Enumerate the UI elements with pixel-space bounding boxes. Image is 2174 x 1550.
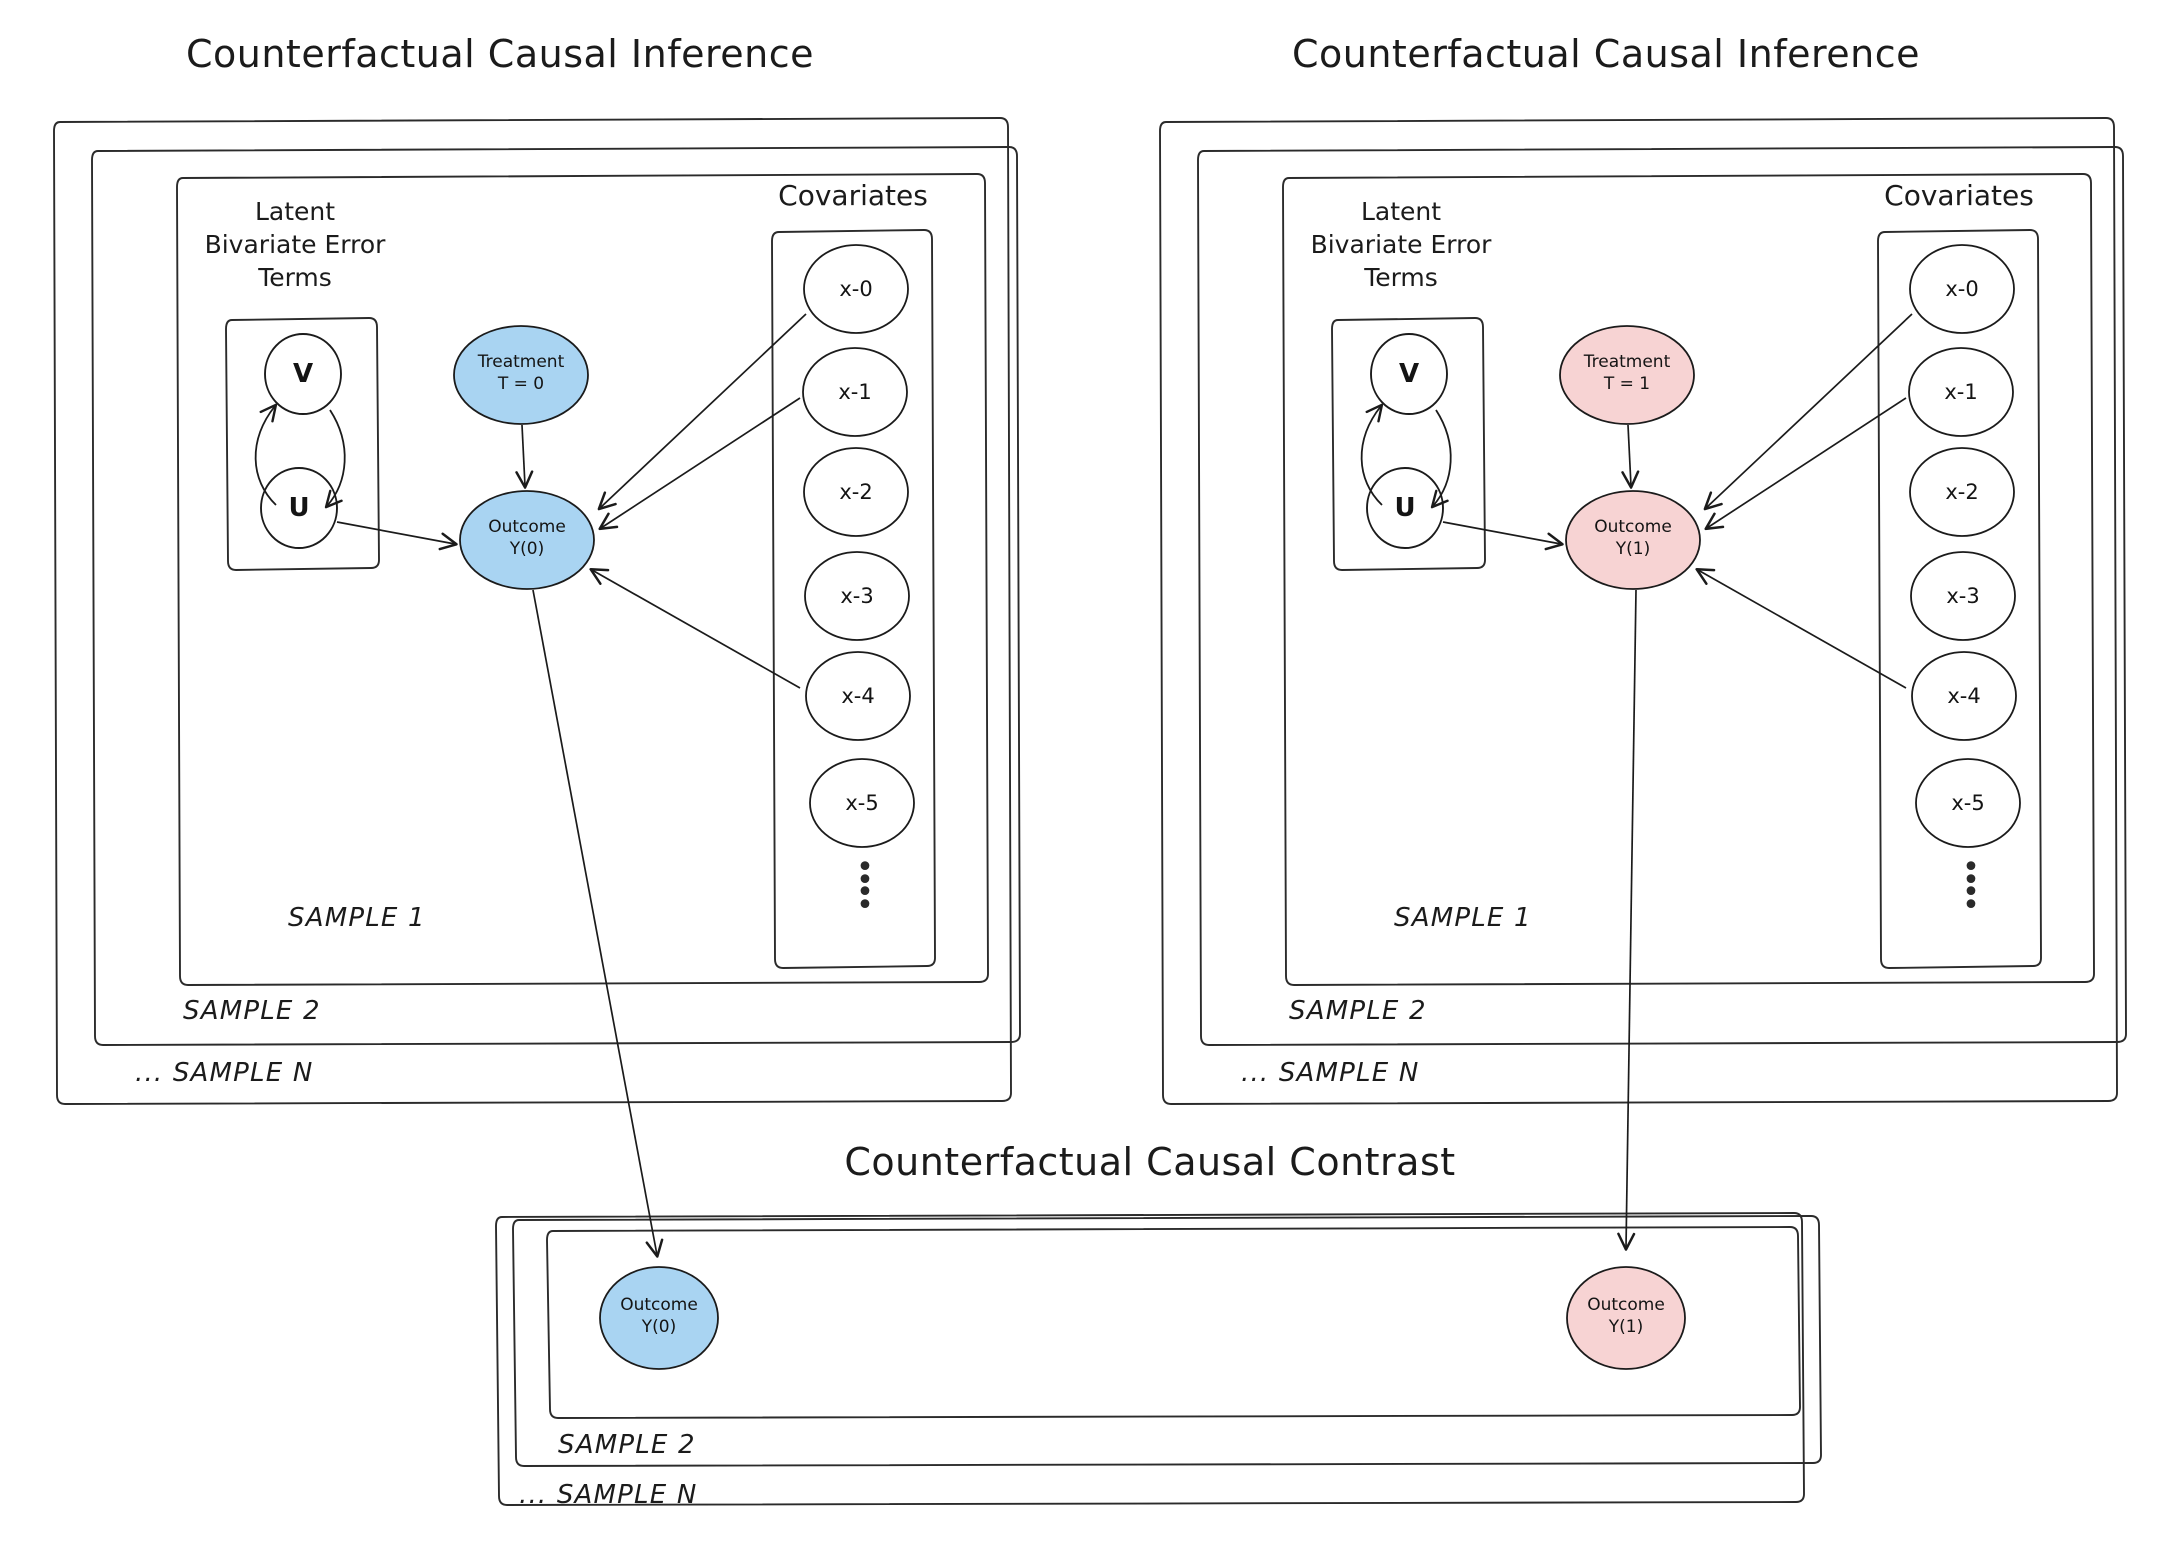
edge-x0-to-outcome-right [1703,313,1913,511]
right-latent-group-label: Latent Bivariate Error Terms [1286,195,1516,294]
right-sample-2-label: SAMPLE 2 [1289,996,1427,1026]
left-covariates-ellipsis-icon: •••• [856,850,874,923]
right-sample-1-label: SAMPLE 1 [1394,903,1532,933]
contrast-sample-2-frame [512,1215,1822,1467]
left-sample-2-frame [91,146,1021,1046]
node-outcome-left[interactable] [459,490,595,590]
node-covariate-x5-right[interactable] [1915,758,2021,848]
left-latent-box [225,317,380,571]
edge-x1-to-outcome-right [1704,397,1907,531]
contrast-sample-2-label: SAMPLE 2 [558,1430,696,1460]
left-sample-n-label: ... SAMPLE N [135,1058,314,1088]
left-panel-title: Counterfactual Causal Inference [185,32,814,76]
contrast-sample-n-label: ... SAMPLE N [519,1480,698,1510]
left-latent-label-line-3: Terms [258,263,332,292]
left-sample-n-frame [53,117,1012,1105]
left-latent-label-line-2: Bivariate Error [204,230,386,259]
right-latent-label-line-1: Latent [1360,197,1442,226]
contrast-panel-nodes [599,1266,1686,1370]
node-covariate-x4-left[interactable] [805,651,911,741]
edge-v-to-u-right [1430,409,1452,509]
node-covariate-x1-left[interactable] [802,347,908,437]
contrast-panel-title: Counterfactual Causal Contrast [844,1140,1456,1184]
node-latent-u-right[interactable] [1366,467,1444,549]
edge-u-to-outcome-left [336,521,458,551]
left-sample-1-label: SAMPLE 1 [288,903,426,933]
left-covariates-label: Covariates [778,179,928,212]
node-covariate-x1-right[interactable] [1908,347,2014,437]
right-latent-box [1331,317,1486,571]
node-covariate-x0-left[interactable] [803,244,909,334]
node-covariate-x5-left[interactable] [809,758,915,848]
edge-treatment-to-outcome-left [515,424,534,489]
node-outcome-right[interactable] [1565,490,1701,590]
left-latent-label-line-1: Latent [254,197,336,226]
contrast-sample-n-frame [495,1212,1805,1506]
edge-u-to-v-right [1360,403,1384,506]
node-covariate-x4-right[interactable] [1911,651,2017,741]
right-covariates-ellipsis-icon: •••• [1962,850,1980,923]
right-latent-label-line-2: Bivariate Error [1310,230,1492,259]
edge-u-to-outcome-right [1442,521,1564,551]
node-latent-v-left[interactable] [264,333,342,415]
edge-v-to-u-left [324,409,346,509]
edge-outcome-right-to-contrast [1617,589,1637,1251]
node-treatment-right[interactable] [1559,325,1695,425]
right-latent-label-line-3: Terms [1364,263,1438,292]
node-covariate-x0-right[interactable] [1909,244,2015,334]
edge-x0-to-outcome-left [597,313,807,511]
contrast-sample-1-frame [546,1226,1801,1419]
node-covariate-x2-right[interactable] [1909,447,2015,537]
right-panel-title: Counterfactual Causal Inference [1291,32,1920,76]
node-contrast-outcome-control[interactable] [599,1266,719,1370]
edge-treatment-to-outcome-right [1621,424,1640,489]
node-latent-v-right[interactable] [1370,333,1448,415]
left-sample-2-label: SAMPLE 2 [183,996,321,1026]
node-covariate-x3-right[interactable] [1910,551,2016,641]
node-contrast-outcome-treated[interactable] [1566,1266,1686,1370]
node-covariate-x3-left[interactable] [804,551,910,641]
right-covariates-box [1877,229,2042,969]
left-sample-1-frame [176,173,989,986]
right-covariates-label: Covariates [1884,179,2034,212]
right-sample-n-label: ... SAMPLE N [1241,1058,1420,1088]
right-panel-nodes [1360,244,2021,1251]
edge-u-to-v-left [254,403,278,506]
right-sample-2-frame [1197,146,2127,1046]
edge-x1-to-outcome-left [598,397,801,531]
left-covariates-box [771,229,936,969]
node-latent-u-left[interactable] [260,467,338,549]
right-sample-1-frame [1282,173,2095,986]
edge-x4-to-outcome-right [1695,567,1907,689]
edge-x4-to-outcome-left [589,567,801,689]
node-covariate-x2-left[interactable] [803,447,909,537]
left-latent-group-label: Latent Bivariate Error Terms [180,195,410,294]
left-panel-nodes [254,244,915,1258]
node-treatment-left[interactable] [453,325,589,425]
right-sample-n-frame [1159,117,2118,1105]
edge-outcome-left-to-contrast [532,589,664,1258]
